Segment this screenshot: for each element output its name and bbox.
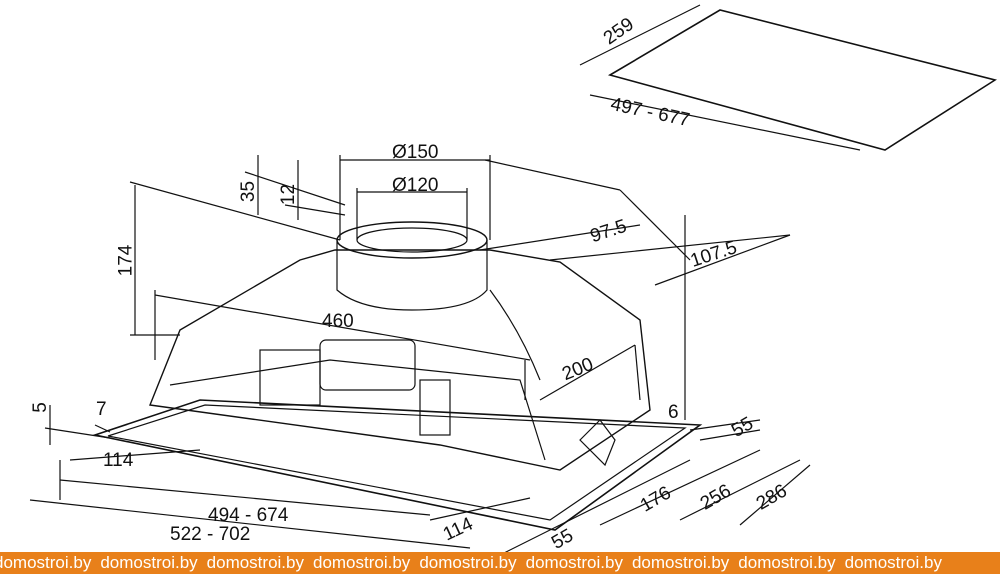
watermark-band: domostroi.by domostroi.by domostroi.by domo… bbox=[0, 552, 1000, 574]
dim-left-inset: 114 bbox=[103, 450, 134, 471]
watermark-text: domostroi.by bbox=[525, 553, 623, 572]
mounting-frame bbox=[91, 399, 703, 531]
watermark-text: domostroi.by bbox=[738, 553, 836, 572]
cutout-plate bbox=[607, 9, 997, 151]
dim-side-gap: 6 bbox=[668, 402, 679, 423]
hood-body bbox=[149, 249, 651, 471]
watermark-text: domostroi.by bbox=[631, 553, 730, 572]
dim-frame-lip: 7 bbox=[96, 399, 107, 420]
dim-inner-width: 494 - 674 bbox=[208, 505, 289, 526]
dim-frame-thickness: 5 bbox=[29, 402, 51, 413]
dim-inner-collar-height: 12 bbox=[278, 183, 300, 206]
dim-body-height: 174 bbox=[115, 244, 137, 277]
dim-body-width: 460 bbox=[322, 311, 354, 332]
dim-collar-height: 35 bbox=[238, 180, 260, 203]
watermark-text: domostroi.by bbox=[419, 553, 517, 572]
dim-total-width: 522 - 702 bbox=[170, 524, 251, 545]
watermark-text: domostroi.by bbox=[100, 553, 198, 572]
motor-box bbox=[319, 339, 416, 391]
dim-outlet-outer-diameter: Ø150 bbox=[392, 142, 439, 163]
watermark-text: domostroi.by bbox=[312, 553, 411, 572]
watermark-text: domostroi.by bbox=[844, 553, 942, 572]
watermark-text: domostroi.by bbox=[206, 553, 304, 572]
dim-outlet-inner-diameter: Ø120 bbox=[392, 175, 439, 196]
watermark-text: domostroi.by bbox=[0, 553, 92, 572]
